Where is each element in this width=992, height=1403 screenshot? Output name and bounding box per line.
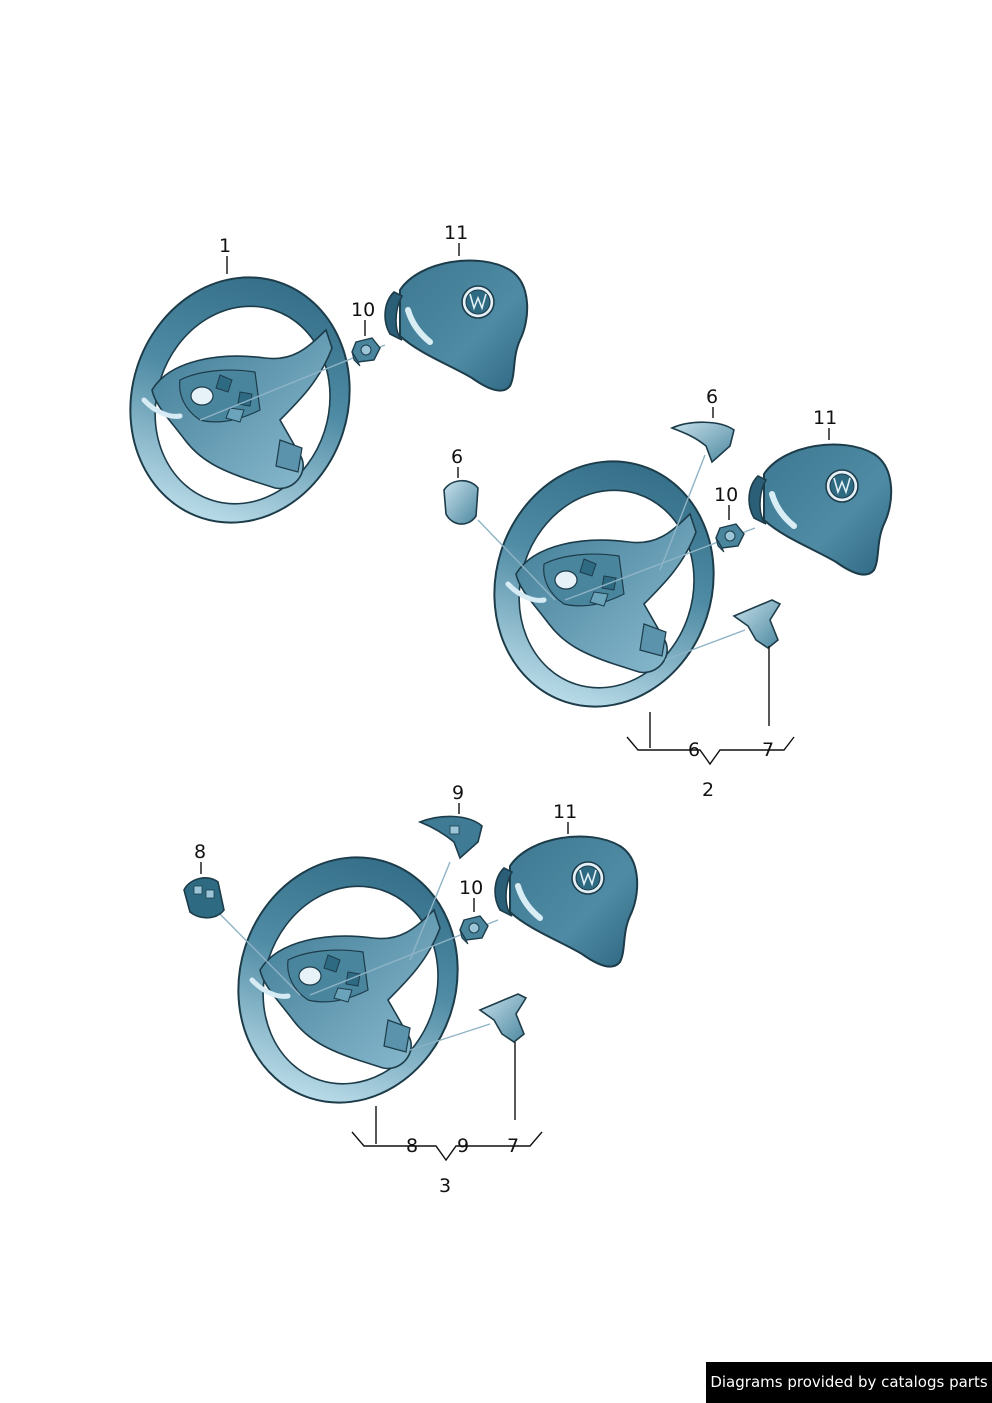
assembly-3: 8 9 10 11 8 9 7 3 — [183, 782, 637, 1197]
callout-11: 11 — [444, 222, 468, 244]
switch-9 — [417, 815, 483, 860]
bracket-label-6: 6 — [688, 739, 700, 761]
switch-8-button — [193, 885, 203, 895]
callout-8: 8 — [194, 841, 206, 863]
assembly-2: 6 6 10 11 6 7 2 — [443, 386, 891, 801]
guide-line — [409, 861, 451, 961]
guide-line — [409, 1023, 491, 1051]
callout-11: 11 — [813, 407, 837, 429]
bolt-10 — [715, 523, 745, 553]
airbag-11 — [749, 444, 891, 574]
group-bracket-3 — [351, 1131, 543, 1162]
callout-6-top: 6 — [706, 386, 718, 408]
switch-8 — [183, 877, 225, 919]
callout-9: 9 — [452, 782, 464, 804]
group-label-2: 2 — [702, 779, 714, 801]
cover-7 — [732, 599, 782, 649]
callout-6-left: 6 — [451, 446, 463, 468]
switch-9-button — [449, 825, 460, 835]
callout-10: 10 — [714, 484, 738, 506]
callout-1: 1 — [219, 235, 231, 257]
bracket-label-9: 9 — [457, 1135, 469, 1157]
guide-line — [477, 519, 556, 601]
bracket-label-8: 8 — [406, 1135, 418, 1157]
callout-10: 10 — [351, 299, 375, 321]
cover-7 — [478, 993, 528, 1043]
cover-6-left — [443, 479, 479, 525]
attribution-footer: Diagrams provided by catalogs parts — [706, 1362, 992, 1403]
group-label-3: 3 — [439, 1175, 451, 1197]
guide-line — [217, 911, 301, 996]
callout-11: 11 — [553, 801, 577, 823]
guide-line — [664, 629, 746, 661]
switch-8-button — [205, 889, 215, 899]
bolt-10 — [351, 337, 381, 367]
bracket-label-7: 7 — [762, 739, 774, 761]
cover-6-top — [669, 421, 735, 464]
bracket-label-7: 7 — [507, 1135, 519, 1157]
bolt-10 — [459, 915, 489, 945]
steering-wheel-2 — [463, 433, 745, 736]
steering-wheel-1 — [99, 249, 381, 552]
callout-10: 10 — [459, 877, 483, 899]
airbag-11 — [385, 260, 527, 390]
group-bracket-2 — [626, 736, 795, 766]
assembly-1: 1 10 11 — [99, 222, 527, 551]
guide-line — [659, 454, 706, 571]
airbag-11 — [495, 836, 637, 966]
